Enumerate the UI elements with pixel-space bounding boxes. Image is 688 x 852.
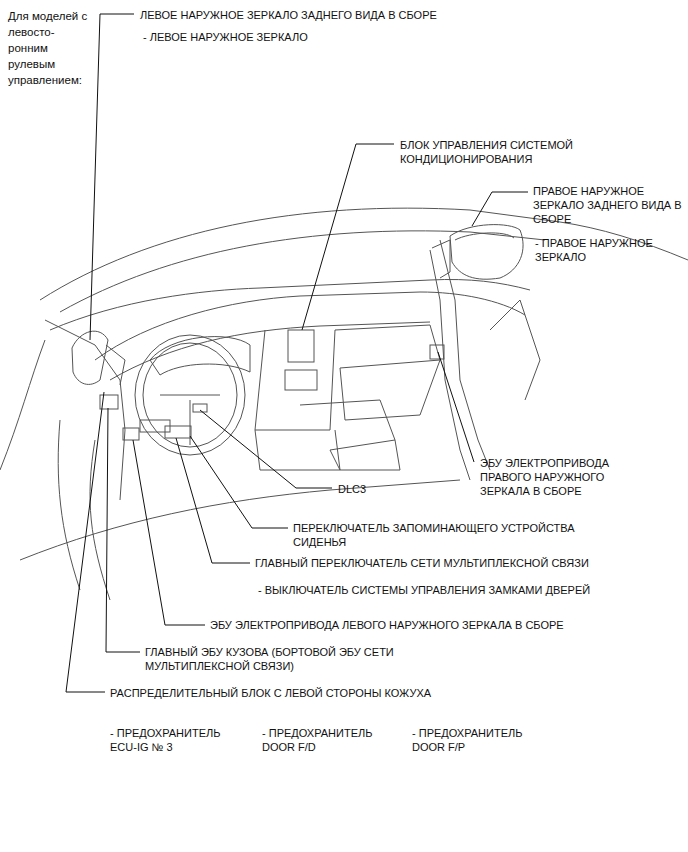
sub-part-name: - ЛЕВОЕ НАРУЖНОЕ ЗЕРКАЛО xyxy=(143,30,308,44)
part-name: РАСПРЕДЕЛИТЕЛЬНЫЙ БЛОК С ЛЕВОЙ СТОРОНЫ К… xyxy=(110,686,431,700)
part-name: ЭБУ ЭЛЕКТРОПРИВОДА ПРАВОГО НАРУЖНОГО ЗЕР… xyxy=(480,456,645,498)
part-name: ПЕРЕКЛЮЧАТЕЛЬ ЗАПОМИНАЮЩЕГО УСТРОЙСТВА С… xyxy=(293,521,593,549)
part-name: ЭБУ ЭЛЕКТРОПРИВОДА ЛЕВОГО НАРУЖНОГО ЗЕРК… xyxy=(210,618,564,632)
sub-part-name: - ПРЕДОХРАНИТЕЛЬ DOOR F/P xyxy=(412,726,542,754)
sub-part-name: - ВЫКЛЮЧАТЕЛЬ СИСТЕМЫ УПРАВЛЕНИЯ ЗАМКАМИ… xyxy=(258,583,590,597)
part-name: ГЛАВНЫЙ ПЕРЕКЛЮЧАТЕЛЬ СЕТИ МУЛЬТИПЛЕКСНО… xyxy=(255,556,589,570)
note-text: Для моделей с левосто- ронним рулевым уп… xyxy=(8,8,96,88)
part-name: ЛЕВОЕ НАРУЖНОЕ ЗЕРКАЛО ЗАДНЕГО ВИДА В СБ… xyxy=(140,8,437,22)
part-name: DLC3 xyxy=(338,482,366,496)
sub-part-name: - ПРАВОЕ НАРУЖНОЕ ЗЕРКАЛО xyxy=(535,236,683,264)
part-name: ПРАВОЕ НАРУЖНОЕ ЗЕРКАЛО ЗАДНЕГО ВИДА В С… xyxy=(533,184,683,226)
sub-part-name: - ПРЕДОХРАНИТЕЛЬ DOOR F/D xyxy=(262,726,392,754)
part-name: БЛОК УПРАВЛЕНИЯ СИСТЕМОЙ КОНДИЦИОНИРОВАН… xyxy=(400,138,582,166)
part-name: ГЛАВНЫЙ ЭБУ КУЗОВА (БОРТОВОЙ ЭБУ СЕТИ МУ… xyxy=(145,645,430,673)
sub-part-name: - ПРЕДОХРАНИТЕЛЬ ECU-IG № 3 xyxy=(110,726,250,754)
